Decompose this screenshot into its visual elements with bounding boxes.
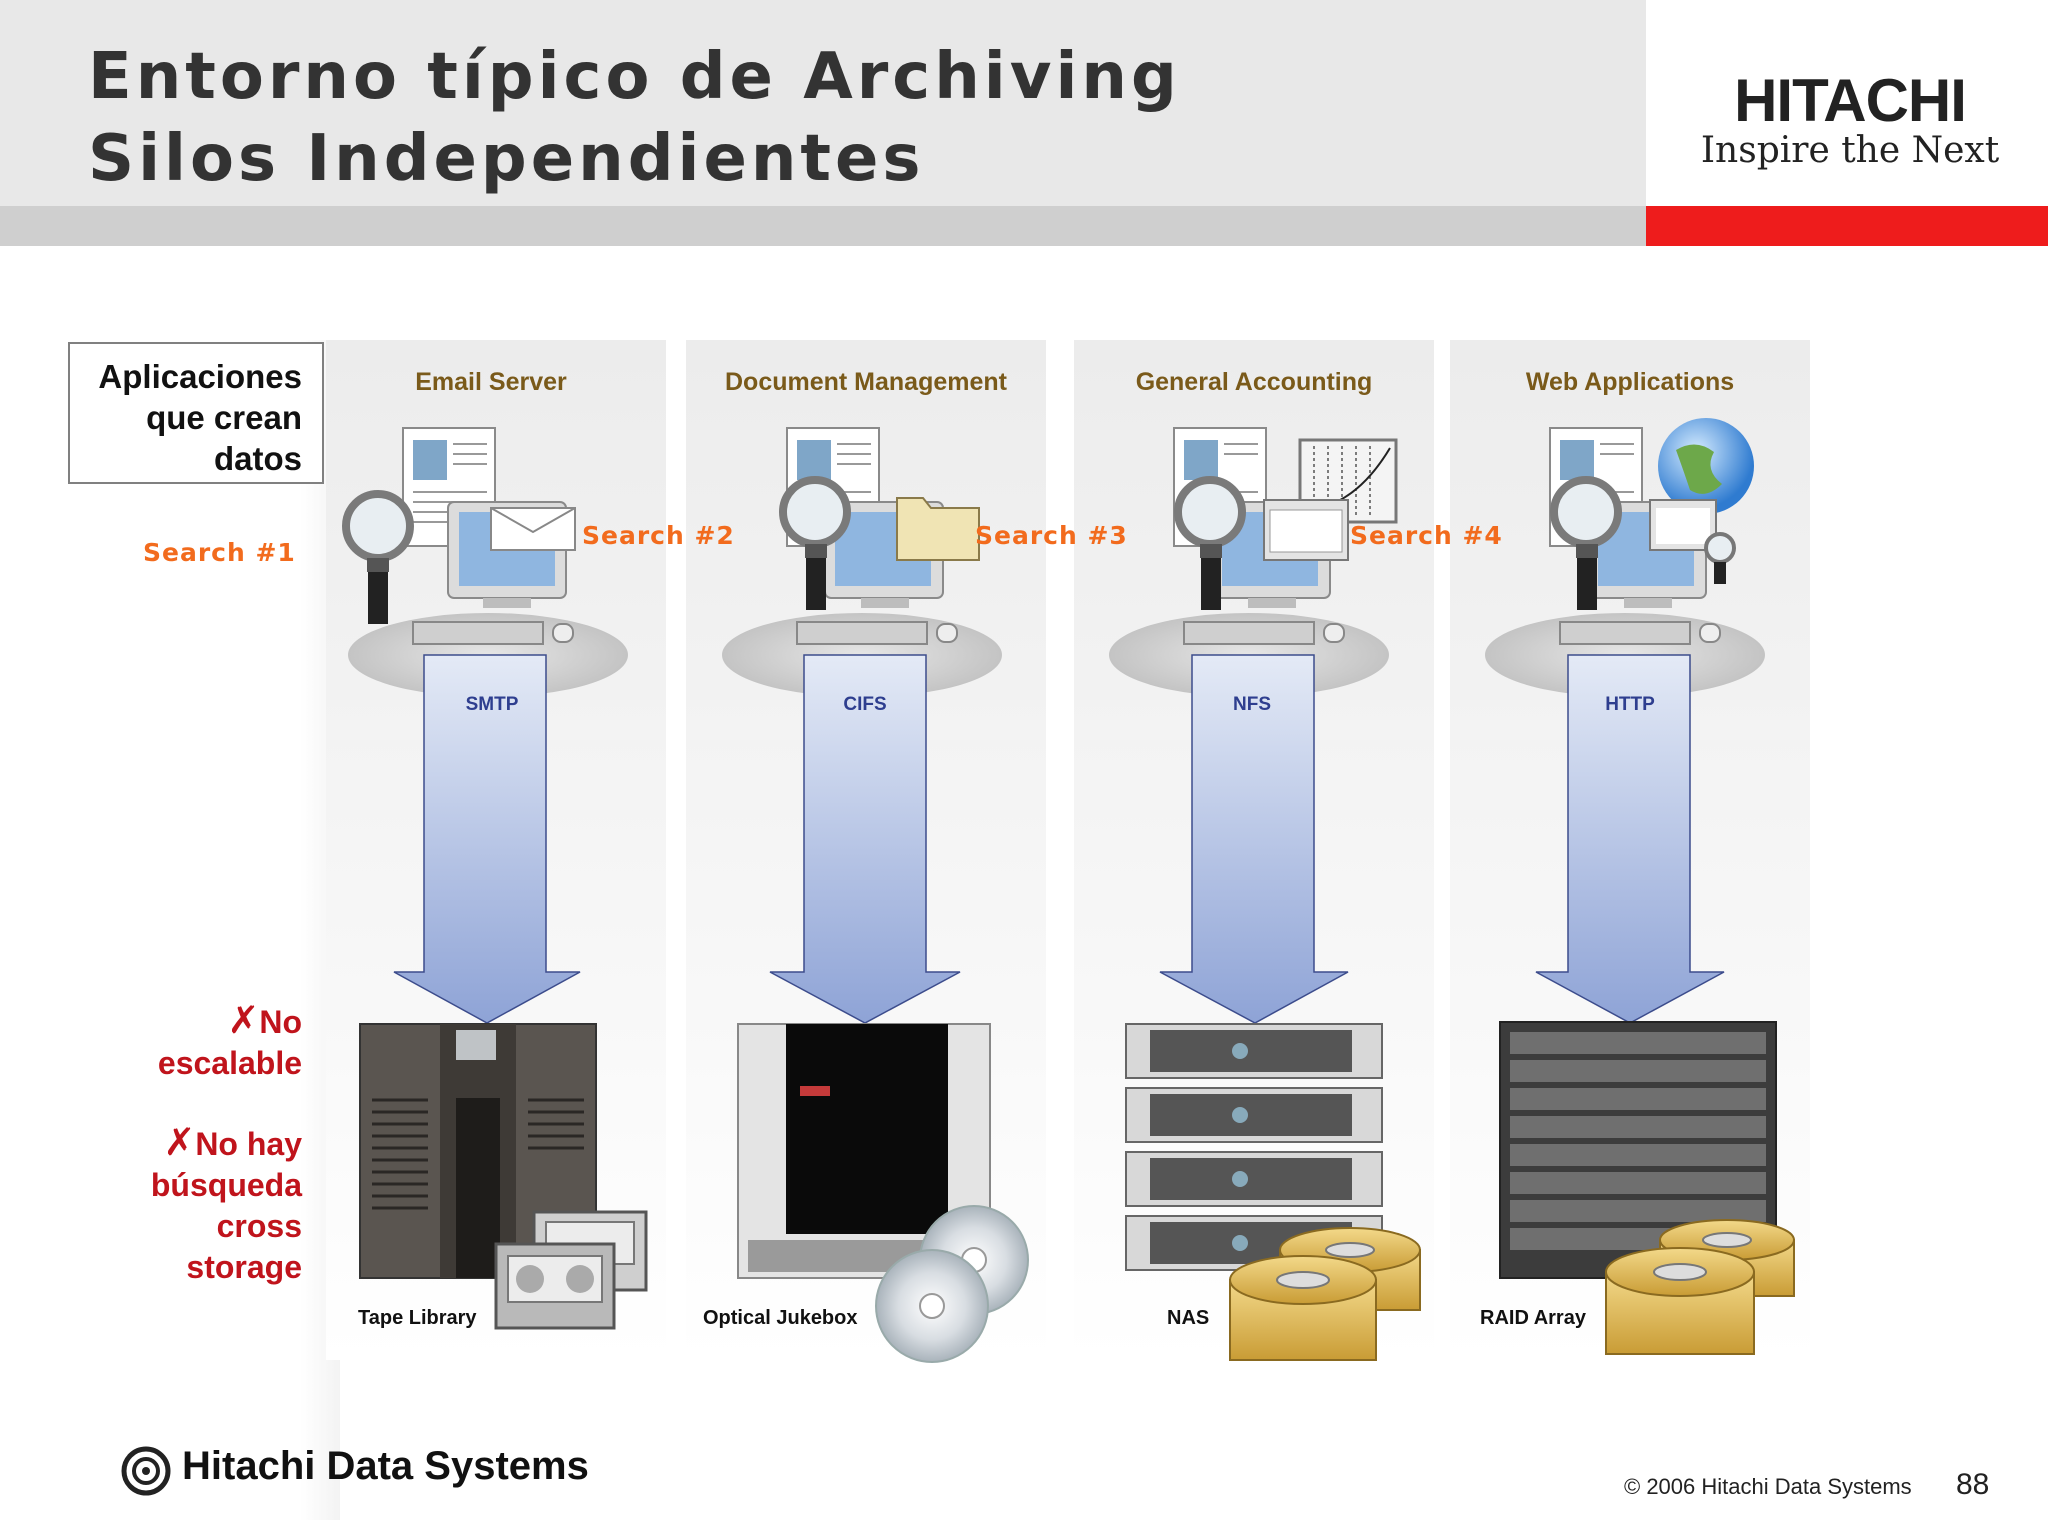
header-bar [0, 0, 1646, 206]
column-title-accounting: General Accounting [1135, 368, 1373, 396]
nas-device [1125, 1023, 1421, 1361]
workstation-web [1485, 418, 1765, 697]
warning-text: No hay búsqueda cross storage [150, 1126, 302, 1285]
raid-array-device [1499, 1021, 1795, 1355]
search-label-4: Search #4 [1350, 521, 1503, 550]
column-title-document: Document Management [725, 368, 1007, 396]
protocol-http: HTTP [1605, 694, 1655, 715]
cross-mark-icon: ✗ [163, 1120, 196, 1164]
arrow-nfs [1159, 654, 1349, 1024]
protocol-cifs: CIFS [843, 694, 887, 715]
footer-copyright: © 2006 Hitachi Data Systems [1624, 1474, 1912, 1499]
page-number: 88 [1956, 1468, 1990, 1501]
search-label-2: Search #2 [582, 521, 735, 550]
device-label-optical: Optical Jukebox [703, 1307, 858, 1329]
arrow-smtp [393, 654, 581, 1024]
column-title-email: Email Server [415, 368, 567, 396]
arrow-http [1535, 654, 1725, 1024]
brand-name: HITACHI [1734, 67, 1967, 134]
apps-box: Aplicaciones que crean datos [68, 342, 324, 484]
brand-tagline: Inspire the Next [1700, 130, 2000, 171]
footer-company: Hitachi Data Systems [182, 1444, 589, 1488]
warning-text: No escalable [157, 1004, 302, 1081]
protocol-smtp: SMTP [465, 694, 519, 715]
column-title-web: Web Applications [1525, 368, 1735, 396]
workstation-document [722, 427, 1002, 697]
protocol-nfs: NFS [1233, 694, 1271, 715]
tape-library-device [359, 1023, 648, 1330]
device-label-raid: RAID Array [1480, 1307, 1586, 1329]
search-label-1: Search #1 [143, 538, 296, 567]
brand-red-bar [1646, 206, 2048, 246]
workstation-accounting [1109, 427, 1398, 697]
warning-not-scalable: ✗No escalable [158, 1000, 302, 1084]
arrow-cifs [769, 654, 961, 1024]
page-title-line2: Silos Independientes [88, 122, 925, 196]
brand-logo [1646, 0, 2048, 206]
device-label-nas: NAS [1167, 1307, 1210, 1329]
device-label-tape: Tape Library [358, 1307, 477, 1329]
header-band [0, 206, 1646, 246]
search-label-3: Search #3 [975, 521, 1128, 550]
apps-box-text: Aplicaciones que crean datos [98, 358, 302, 477]
cross-mark-icon: ✗ [227, 998, 260, 1042]
warning-no-cross-search: ✗No hay búsqueda cross storage [151, 1122, 302, 1288]
page-title-line1: Entorno típico de Archiving [88, 40, 1181, 114]
hds-logo-icon [121, 1446, 171, 1496]
optical-jukebox-device [737, 1023, 1029, 1363]
